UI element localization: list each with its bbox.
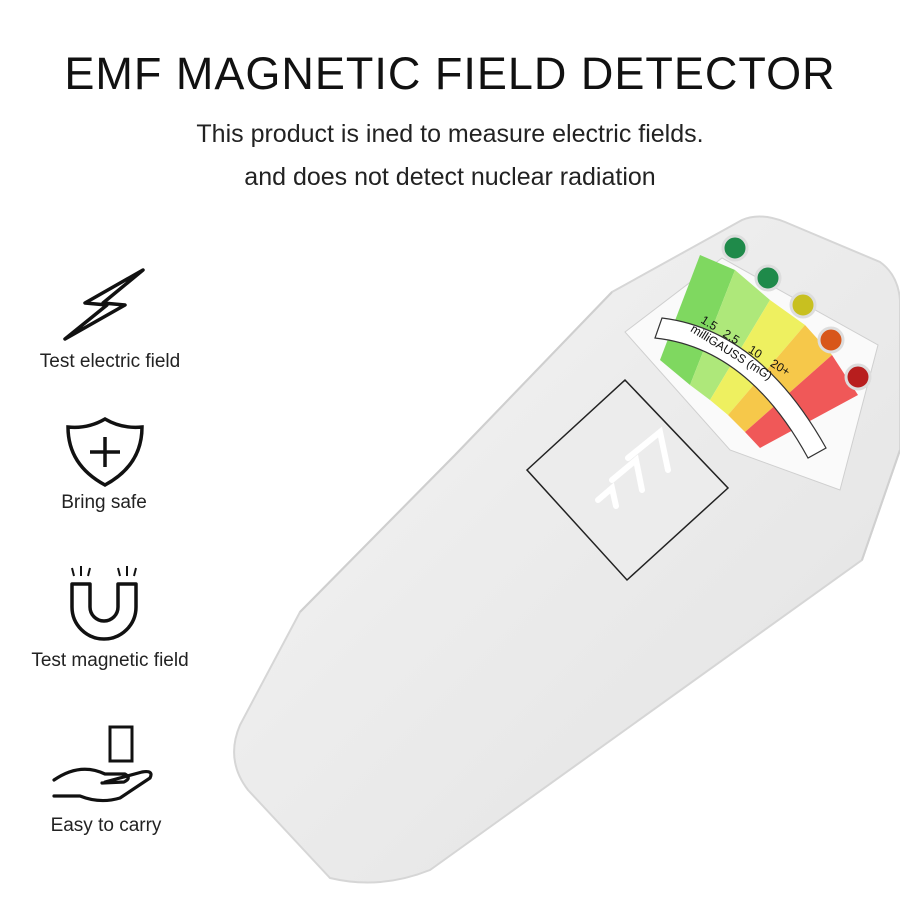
led-indicators — [721, 234, 872, 391]
led-green-2 — [754, 264, 782, 292]
page-title: EMF MAGNETIC FIELD DETECTOR — [64, 48, 836, 99]
feature-label: Test electric field — [39, 351, 181, 372]
hand-phone-icon — [52, 725, 153, 803]
subtitle-line-1: This product is ined to measure electric… — [196, 120, 704, 148]
shield-plus-icon — [66, 416, 144, 487]
feature-label: Test magnetic field — [31, 650, 189, 671]
led-yellow — [789, 291, 817, 319]
chevron-icon — [595, 426, 671, 509]
feature-label: Easy to carry — [50, 815, 162, 836]
scale-panel: 1.5 2.5 10 20+ milliGAUSS (mG) — [624, 255, 879, 491]
led-orange — [817, 326, 845, 354]
lightning-icon — [63, 268, 145, 341]
subtitle-line-2: and does not detect nuclear radiation — [244, 163, 656, 191]
magnet-icon — [70, 566, 138, 641]
led-red — [844, 363, 872, 391]
led-green-1 — [721, 234, 749, 262]
power-button[interactable] — [525, 378, 730, 582]
feature-label: Bring safe — [61, 492, 147, 513]
